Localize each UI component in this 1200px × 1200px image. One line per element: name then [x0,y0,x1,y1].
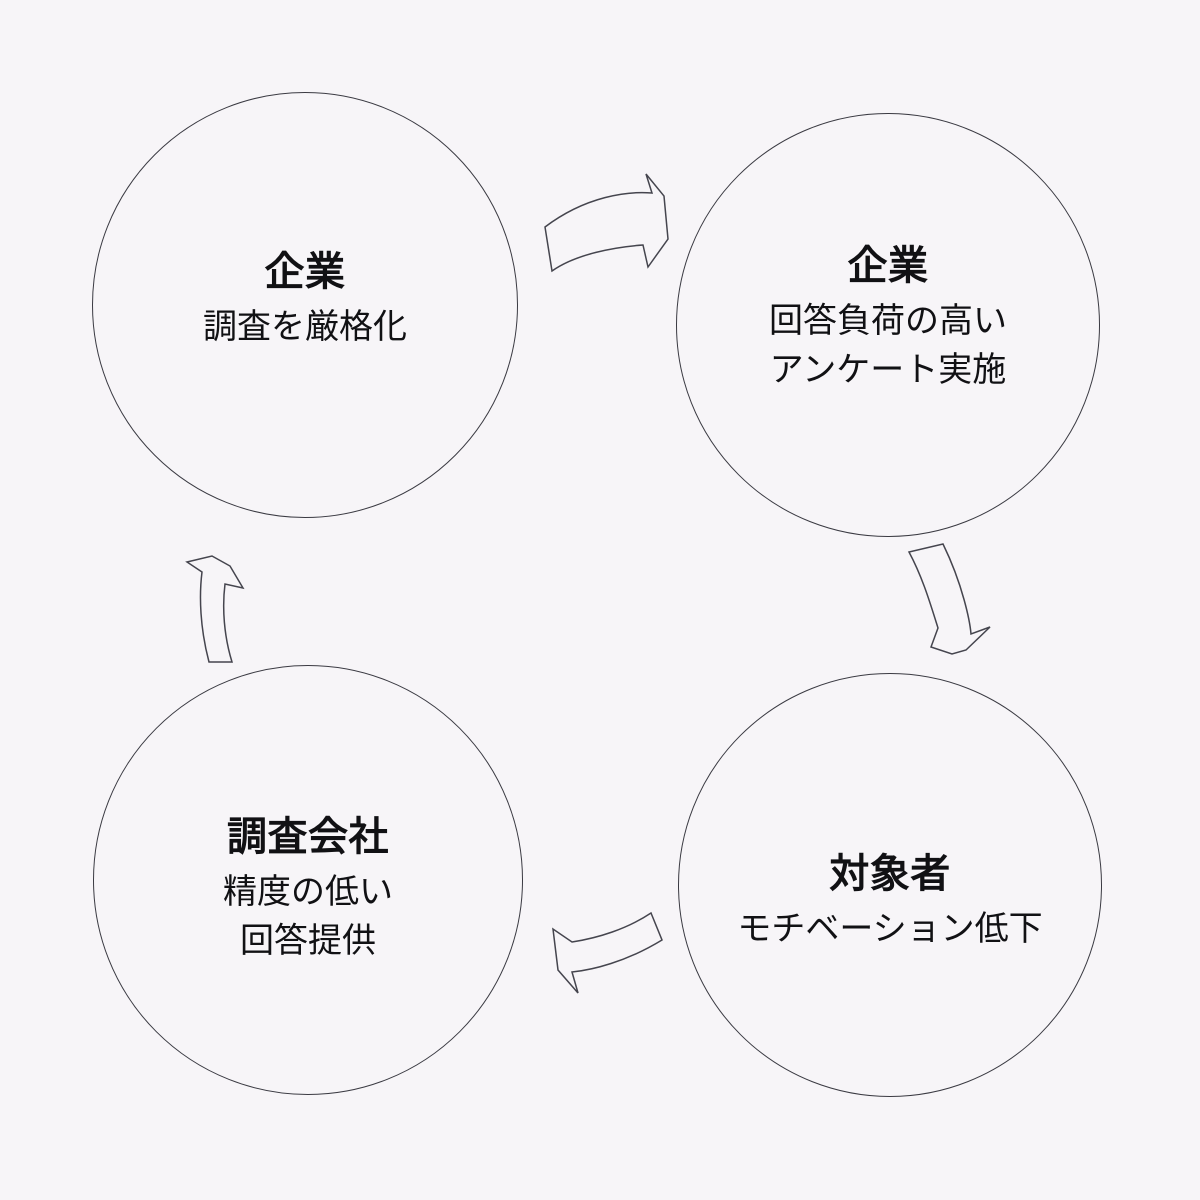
curved-arrow-up-icon [185,555,245,663]
node-description-line: 調査を厳格化 [203,308,407,347]
node-description-line: モチベーション低下 [737,910,1043,949]
node-text-block: 調査会社 精度の低い 回答提供 [223,814,393,963]
node-text-block: 対象者 モチベーション低下 [737,851,1042,951]
node-text-block: 企業 調査を厳格化 [203,249,407,349]
node-description-line: 回答負荷の高い [769,301,1007,340]
node-description-line: 回答提供 [240,921,376,960]
node-description: 調査を厳格化 [203,306,407,349]
node-description: 精度の低い 回答提供 [223,871,393,963]
cycle-node-top-right[interactable]: 企業 回答負荷の高い アンケート実施 [676,113,1100,537]
curved-arrow-down-icon [907,543,991,655]
node-title: 企業 [264,249,346,294]
curved-arrow-right-icon [544,173,669,273]
cycle-node-bottom-right[interactable]: 対象者 モチベーション低下 [678,673,1102,1097]
node-title: 対象者 [829,851,951,896]
cycle-node-top-left[interactable]: 企業 調査を厳格化 [92,92,518,518]
curved-arrow-left-icon [552,911,663,994]
node-text-block: 企業 回答負荷の高い アンケート実施 [769,243,1007,392]
node-description: 回答負荷の高い アンケート実施 [769,300,1007,392]
node-description-line: アンケート実施 [769,350,1007,389]
node-description-line: 精度の低い [223,872,393,911]
node-description: モチベーション低下 [737,908,1042,951]
node-title: 調査会社 [227,814,389,859]
node-title: 企業 [847,243,929,288]
cycle-node-bottom-left[interactable]: 調査会社 精度の低い 回答提供 [93,665,523,1095]
